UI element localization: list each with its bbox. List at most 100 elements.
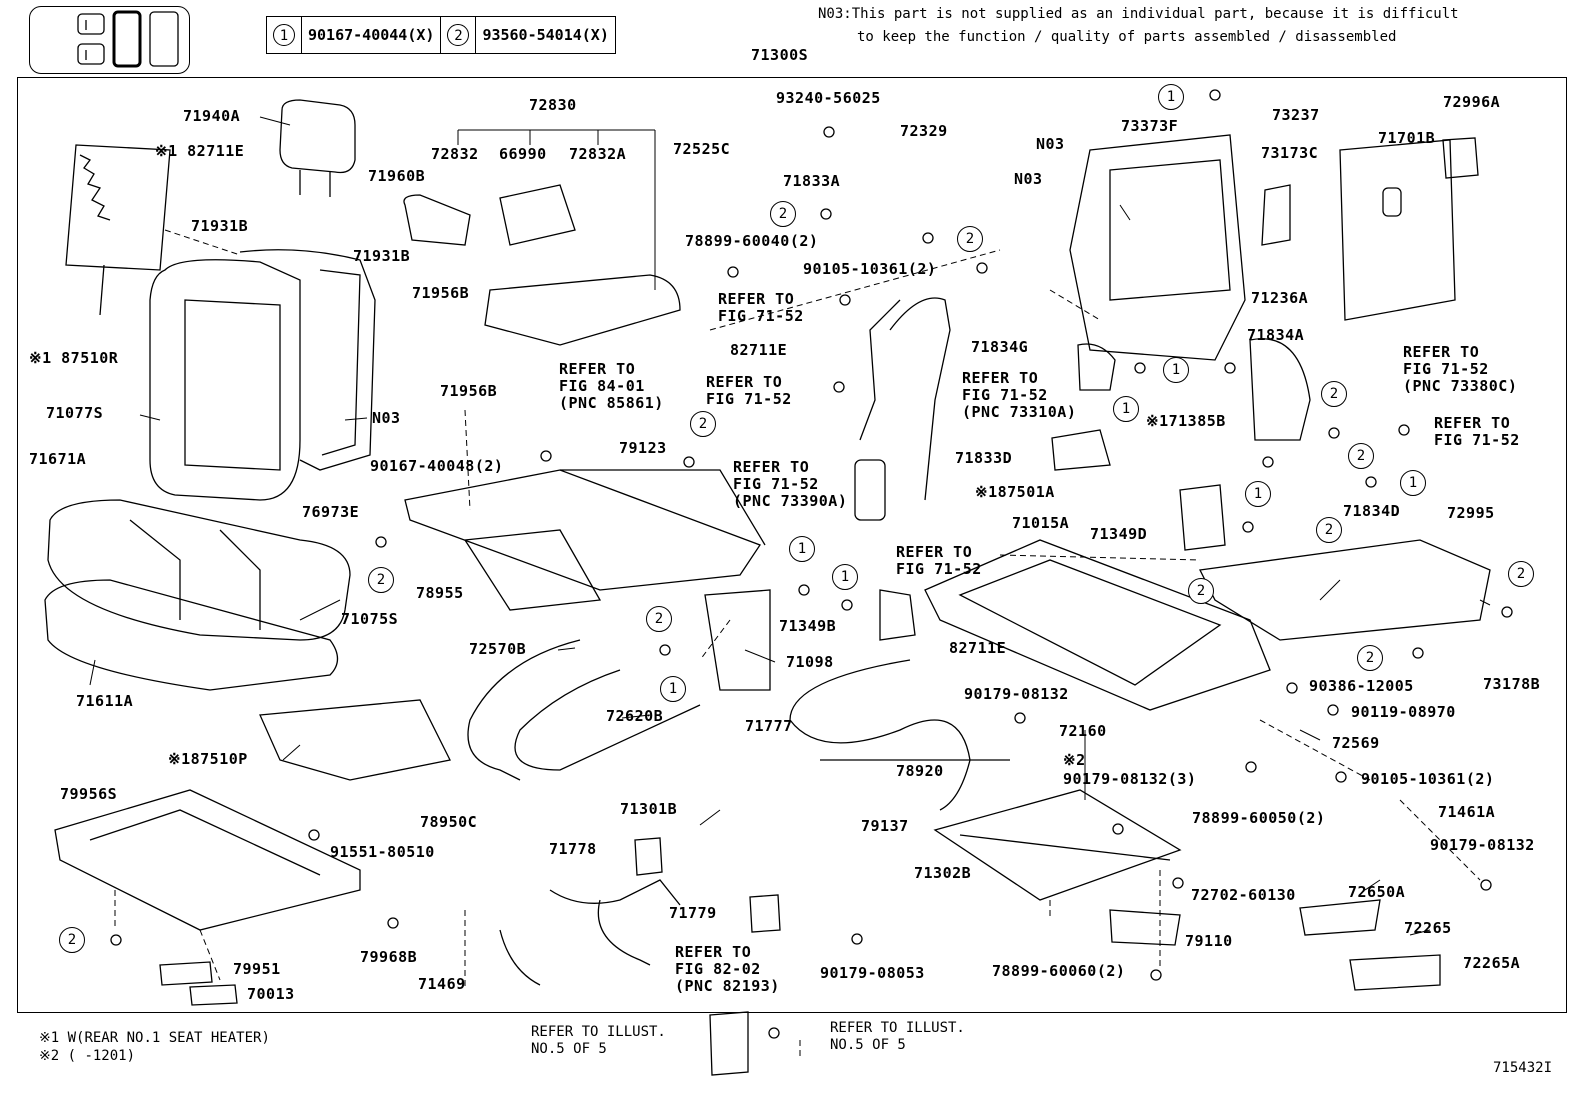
- part-label[interactable]: 70013: [247, 985, 295, 1003]
- part-label[interactable]: 71302B: [914, 864, 972, 882]
- fastener-part-cell-2[interactable]: 93560-54014(X): [475, 16, 616, 54]
- part-label[interactable]: 73237: [1272, 106, 1320, 124]
- part-label[interactable]: N03: [372, 409, 401, 427]
- fastener-callout-1[interactable]: 1: [789, 536, 815, 562]
- part-label[interactable]: 78920: [896, 762, 944, 780]
- fastener-callout-2[interactable]: 2: [770, 201, 796, 227]
- part-label[interactable]: 71779: [669, 904, 717, 922]
- part-label[interactable]: 72996A: [1443, 93, 1501, 111]
- fastener-callout-2[interactable]: 2: [368, 567, 394, 593]
- fastener-callout-1[interactable]: 1: [1163, 357, 1189, 383]
- fastener-callout-2[interactable]: 2: [690, 411, 716, 437]
- part-label[interactable]: 71777: [745, 717, 793, 735]
- part-label[interactable]: 71834G: [971, 338, 1029, 356]
- refer-illust-right[interactable]: REFER TO ILLUST.NO.5 OF 5: [830, 1020, 965, 1053]
- part-label[interactable]: 90119-08970: [1351, 703, 1456, 721]
- part-label[interactable]: 71833D: [955, 449, 1013, 467]
- part-label[interactable]: 72569: [1332, 734, 1380, 752]
- assembly-number[interactable]: 71300S: [751, 46, 809, 64]
- fastener-callout-1[interactable]: 1: [832, 564, 858, 590]
- part-label[interactable]: 71236A: [1251, 289, 1309, 307]
- refer-illust-left[interactable]: REFER TO ILLUST.NO.5 OF 5: [531, 1024, 666, 1057]
- part-label[interactable]: 71461A: [1438, 803, 1496, 821]
- part-label[interactable]: 82711E: [730, 341, 788, 359]
- part-label[interactable]: 71956B: [440, 382, 498, 400]
- part-label[interactable]: 72570B: [469, 640, 527, 658]
- fastener-callout-2[interactable]: 2: [1316, 517, 1342, 543]
- part-label[interactable]: 71956B: [412, 284, 470, 302]
- part-label[interactable]: ※1 87510R: [29, 349, 119, 367]
- part-label[interactable]: ※187501A: [975, 483, 1055, 501]
- part-label[interactable]: 73173C: [1261, 144, 1319, 162]
- part-label[interactable]: 90105-10361(2): [1361, 770, 1495, 788]
- part-label[interactable]: 78950C: [420, 813, 478, 831]
- part-label[interactable]: 79956S: [60, 785, 118, 803]
- part-label[interactable]: 79137: [861, 817, 909, 835]
- part-label[interactable]: ※187510P: [168, 750, 248, 768]
- part-label[interactable]: 82711E: [949, 639, 1007, 657]
- part-label[interactable]: 78899-60060(2): [992, 962, 1126, 980]
- fastener-callout-1[interactable]: 1: [1113, 396, 1139, 422]
- fastener-part-cell-1[interactable]: 90167-40044(X): [300, 16, 442, 54]
- part-label[interactable]: 71940A: [183, 107, 241, 125]
- part-label[interactable]: 72265A: [1463, 954, 1521, 972]
- part-label[interactable]: 71834D: [1343, 502, 1401, 520]
- part-label[interactable]: 90386-12005: [1309, 677, 1414, 695]
- part-label[interactable]: ※171385B: [1146, 412, 1226, 430]
- part-label[interactable]: 71077S: [46, 404, 104, 422]
- fastener-callout-1[interactable]: 1: [1245, 481, 1271, 507]
- fastener-callout-2[interactable]: 2: [1348, 443, 1374, 469]
- part-label[interactable]: 78899-60040(2): [685, 232, 819, 250]
- part-label[interactable]: 72832: [431, 145, 479, 163]
- part-label[interactable]: 71834A: [1247, 326, 1305, 344]
- part-label[interactable]: 90105-10361(2): [803, 260, 937, 278]
- part-label[interactable]: 72620B: [606, 707, 664, 725]
- part-label[interactable]: 71098: [786, 653, 834, 671]
- part-label[interactable]: 72329: [900, 122, 948, 140]
- fastener-callout-2[interactable]: 2: [646, 606, 672, 632]
- part-label[interactable]: 72650A: [1348, 883, 1406, 901]
- part-label[interactable]: 71931B: [353, 247, 411, 265]
- part-label[interactable]: ※2: [1063, 751, 1086, 769]
- part-label[interactable]: 90179-08132(3): [1063, 770, 1197, 788]
- part-label[interactable]: 78899-60050(2): [1192, 809, 1326, 827]
- part-label[interactable]: N03: [1014, 170, 1043, 188]
- fastener-callout-1[interactable]: 1: [1400, 470, 1426, 496]
- part-label[interactable]: 72832A: [569, 145, 627, 163]
- part-label[interactable]: 71778: [549, 840, 597, 858]
- part-label[interactable]: 71671A: [29, 450, 87, 468]
- part-label[interactable]: 90179-08132: [964, 685, 1069, 703]
- part-label[interactable]: 72160: [1059, 722, 1107, 740]
- part-label[interactable]: 90179-08053: [820, 964, 925, 982]
- part-label[interactable]: 71075S: [341, 610, 399, 628]
- part-label[interactable]: 71611A: [76, 692, 134, 710]
- part-label[interactable]: 71301B: [620, 800, 678, 818]
- part-label[interactable]: 79123: [619, 439, 667, 457]
- part-label[interactable]: 72525C: [673, 140, 731, 158]
- fastener-callout-2[interactable]: 2: [957, 226, 983, 252]
- part-label[interactable]: N03: [1036, 135, 1065, 153]
- part-label[interactable]: 72995: [1447, 504, 1495, 522]
- fastener-callout-2[interactable]: 2: [1321, 381, 1347, 407]
- part-label[interactable]: 90179-08132: [1430, 836, 1535, 854]
- fastener-callout-2[interactable]: 2: [1357, 645, 1383, 671]
- part-label[interactable]: ※1 82711E: [155, 142, 245, 160]
- part-label[interactable]: 71349D: [1090, 525, 1148, 543]
- part-label[interactable]: 71701B: [1378, 129, 1436, 147]
- part-label[interactable]: 79951: [233, 960, 281, 978]
- part-label[interactable]: 72702-60130: [1191, 886, 1296, 904]
- part-label[interactable]: 73373F: [1121, 117, 1179, 135]
- part-label[interactable]: 78955: [416, 584, 464, 602]
- fastener-callout-2[interactable]: 2: [1188, 578, 1214, 604]
- part-label[interactable]: 72830: [529, 96, 577, 114]
- part-label[interactable]: 79968B: [360, 948, 418, 966]
- fastener-callout-2[interactable]: 2: [59, 927, 85, 953]
